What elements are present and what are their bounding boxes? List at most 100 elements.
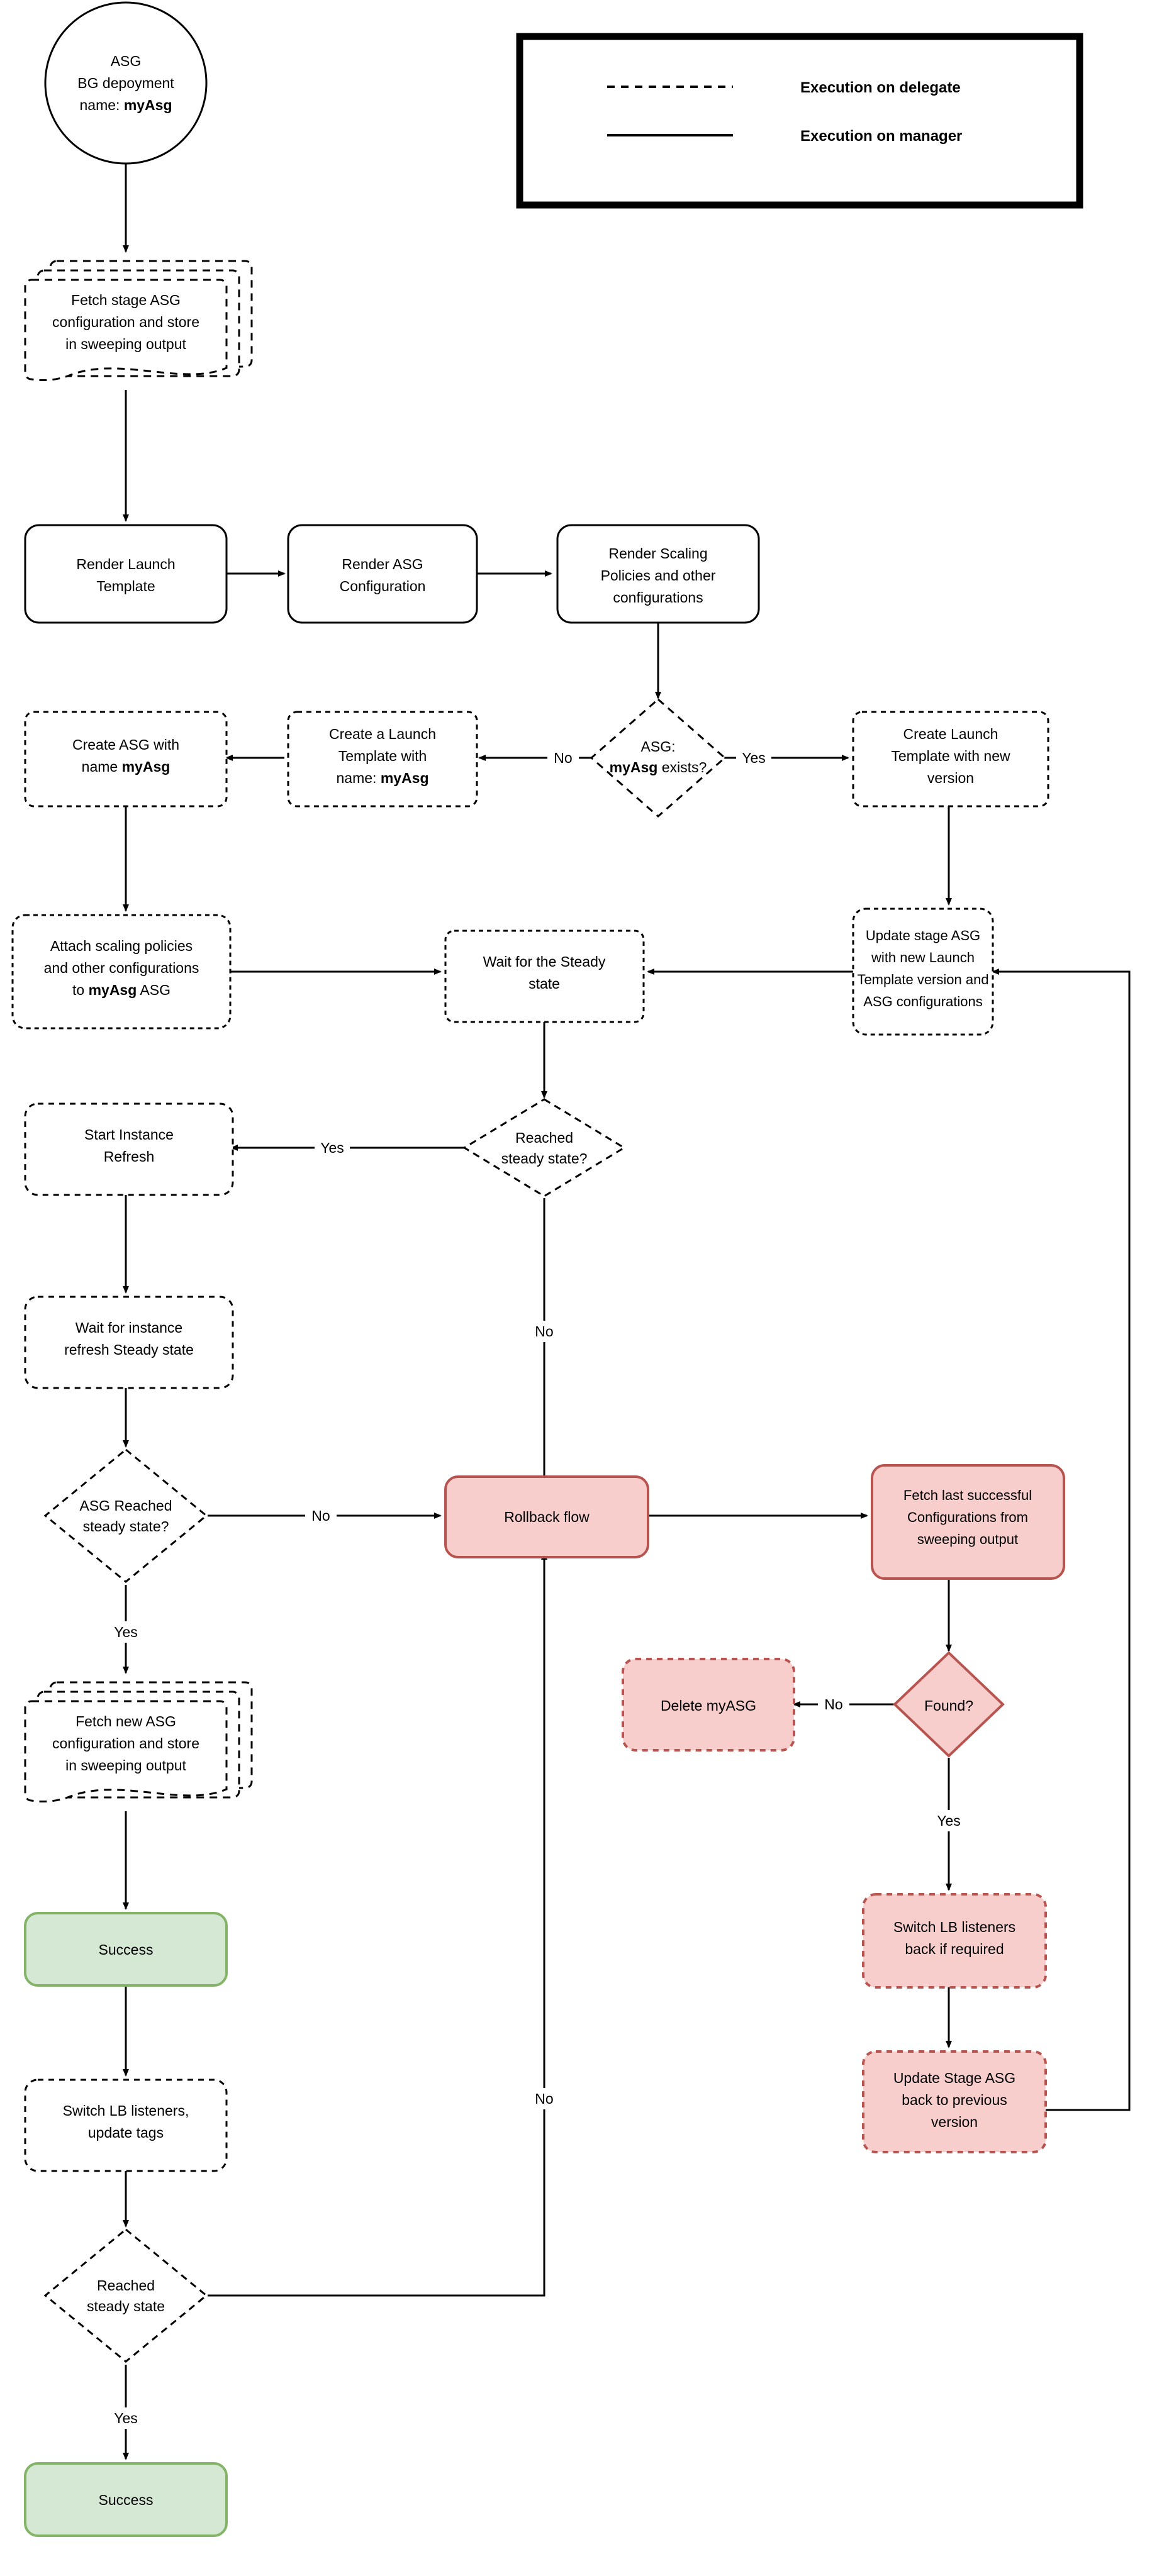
- node-start-refresh-line2: Refresh: [104, 1148, 155, 1165]
- node-update-back-line3: version: [931, 2114, 978, 2130]
- node-create-lt-new-line3: version: [927, 770, 974, 786]
- node-render-lt-line2: Template: [96, 578, 155, 594]
- node-switch-lb-back[interactable]: Switch LB listeners back if required: [862, 1893, 1047, 1989]
- node-asg-exists-line2: myAsg exists?: [610, 759, 707, 775]
- node-wait-steady-line1: Wait for the Steady: [483, 953, 606, 970]
- node-fetch-stage-line3: in sweeping output: [65, 336, 186, 352]
- node-render-scaling-line2: Policies and other: [601, 567, 716, 584]
- node-render-scaling-policies[interactable]: Render Scaling Policies and other config…: [556, 524, 760, 624]
- node-switch-lb-back-line2: back if required: [905, 1941, 1004, 1957]
- node-fetch-last-line2: Configurations from: [907, 1509, 1028, 1525]
- node-attach-line3: to myAsg ASG: [72, 982, 171, 998]
- node-success-1-label: Success: [99, 1941, 154, 1958]
- node-fetch-last-line3: sweeping output: [917, 1531, 1018, 1547]
- node-create-lt-new-line1: Create Launch: [903, 726, 998, 742]
- node-render-asg-line2: Configuration: [340, 578, 426, 594]
- node-create-lt-new-version[interactable]: Create Launch Template with new version: [852, 711, 1049, 808]
- node-create-asg-myasg-line2: name myAsg: [82, 758, 171, 775]
- node-switch-lb-update-tags[interactable]: Switch LB listeners, update tags: [24, 2079, 228, 2172]
- node-fetch-new-asg-line1: Fetch new ASG: [75, 1713, 176, 1729]
- node-create-lt-myasg[interactable]: Create a Launch Template with name: myAs…: [287, 711, 478, 808]
- node-update-stage-back[interactable]: Update Stage ASG back to previous versio…: [862, 2050, 1047, 2153]
- edge-label-yes-5: Yes: [114, 2410, 138, 2426]
- node-update-stage-line1: Update stage ASG: [866, 928, 980, 943]
- edge-label-yes-2: Yes: [320, 1140, 344, 1156]
- legend-label-manager: Execution on manager: [800, 128, 962, 145]
- node-update-back-line1: Update Stage ASG: [893, 2070, 1015, 2086]
- node-update-stage-line4: ASG configurations: [863, 994, 983, 1009]
- node-fetch-stage-line2: configuration and store: [52, 314, 199, 330]
- node-reached-steady-state-bottom[interactable]: Reached steady state: [43, 2228, 208, 2363]
- node-reached-bottom-line2: steady state: [87, 2298, 165, 2314]
- node-update-stage-line2: with new Launch: [871, 950, 975, 965]
- node-reached-steady-line2: steady state?: [501, 1150, 588, 1167]
- node-switch-lb-tags-line2: update tags: [88, 2124, 164, 2141]
- node-found-decision[interactable]: Found?: [893, 1651, 1005, 1758]
- node-render-scaling-line3: configurations: [613, 589, 703, 606]
- node-wait-steady-line2: state: [528, 975, 560, 992]
- node-fetch-new-asg[interactable]: Fetch new ASG configuration and store in…: [24, 1681, 253, 1802]
- node-wait-instance-refresh[interactable]: Wait for instance refresh Steady state: [24, 1296, 234, 1389]
- node-rollback-flow-label: Rollback flow: [504, 1509, 590, 1525]
- node-render-launch-template[interactable]: Render Launch Template: [24, 524, 228, 624]
- node-create-lt-myasg-line2: Template with: [338, 748, 427, 764]
- node-attach-line1: Attach scaling policies: [50, 938, 193, 954]
- node-create-lt-myasg-line1: Create a Launch: [329, 726, 436, 742]
- node-reached-steady-state-decision[interactable]: Reached steady state?: [462, 1098, 626, 1197]
- node-start-line2: BG depoyment: [77, 75, 174, 91]
- node-fetch-new-asg-line3: in sweeping output: [65, 1757, 186, 1774]
- node-rollback-flow[interactable]: Rollback flow: [444, 1475, 649, 1558]
- node-fetch-last-successful[interactable]: Fetch last successful Configurations fro…: [871, 1464, 1065, 1580]
- node-fetch-stage-line1: Fetch stage ASG: [71, 292, 181, 308]
- node-success-2-label: Success: [99, 2492, 154, 2508]
- node-attach-scaling-policies[interactable]: Attach scaling policies and other config…: [11, 914, 232, 1030]
- node-render-lt-line1: Render Launch: [76, 556, 175, 572]
- node-reached-steady-line1: Reached: [515, 1130, 573, 1146]
- node-create-asg-myasg[interactable]: Create ASG with name myAsg: [24, 711, 228, 808]
- node-create-lt-myasg-line3: name: myAsg: [336, 770, 428, 786]
- edge-label-no-2: No: [535, 1323, 553, 1340]
- node-asg-reached-line1: ASG Reached: [79, 1497, 172, 1514]
- node-found-label: Found?: [924, 1697, 973, 1714]
- node-asg-reached-line2: steady state?: [83, 1518, 169, 1535]
- node-create-lt-new-line2: Template with new: [891, 748, 1010, 764]
- node-delete-myasg-label: Delete myASG: [661, 1697, 756, 1714]
- edge-label-yes-4: Yes: [937, 1813, 961, 1829]
- node-start-instance-refresh[interactable]: Start Instance Refresh: [24, 1102, 234, 1196]
- node-wait-steady-state[interactable]: Wait for the Steady state: [444, 930, 645, 1023]
- node-wait-refresh-line1: Wait for instance: [75, 1319, 182, 1336]
- node-start-line1: ASG: [111, 53, 142, 69]
- node-update-stage-asg[interactable]: Update stage ASG with new Launch Templat…: [852, 908, 994, 1036]
- edge-label-no-5: No: [535, 2090, 553, 2107]
- node-success-2[interactable]: Success: [24, 2462, 228, 2537]
- node-asg-exists-line1: ASG:: [641, 738, 676, 755]
- node-delete-myasg[interactable]: Delete myASG: [622, 1658, 795, 1752]
- node-switch-lb-back-line1: Switch LB listeners: [893, 1919, 1015, 1935]
- node-render-asg-line1: Render ASG: [342, 556, 423, 572]
- node-update-back-line2: back to previous: [902, 2092, 1007, 2108]
- node-asg-exists-decision[interactable]: ASG: myAsg exists?: [590, 698, 727, 818]
- node-create-asg-myasg-line1: Create ASG with: [72, 736, 179, 753]
- node-start[interactable]: ASG BG depoyment name: myAsg: [44, 1, 208, 165]
- node-fetch-stage-asg[interactable]: Fetch stage ASG configuration and store …: [24, 260, 253, 381]
- node-start-line3: name: myAsg: [79, 97, 172, 113]
- node-reached-bottom-line1: Reached: [97, 2277, 155, 2294]
- node-switch-lb-tags-line1: Switch LB listeners,: [63, 2102, 189, 2119]
- node-fetch-last-line1: Fetch last successful: [903, 1487, 1032, 1503]
- node-fetch-new-asg-line2: configuration and store: [52, 1735, 199, 1752]
- edge-label-no-3: No: [311, 1507, 330, 1524]
- legend-label-delegate: Execution on delegate: [800, 79, 961, 96]
- node-asg-reached-steady-decision[interactable]: ASG Reached steady state?: [43, 1448, 208, 1583]
- node-start-refresh-line1: Start Instance: [84, 1126, 174, 1143]
- edge-label-no-4: No: [824, 1696, 842, 1713]
- node-update-stage-line3: Template version and: [857, 972, 988, 987]
- node-success-1[interactable]: Success: [24, 1912, 228, 1987]
- edge-label-yes-3: Yes: [114, 1624, 138, 1640]
- node-render-asg-configuration[interactable]: Render ASG Configuration: [287, 524, 478, 624]
- edge-labels: Yes No Yes No No Yes No Yes No Yes: [108, 747, 966, 2429]
- node-render-scaling-line1: Render Scaling: [608, 545, 707, 562]
- legend-box: Execution on delegate Execution on manag…: [516, 33, 1083, 209]
- edge-label-no-1: No: [554, 750, 572, 766]
- node-wait-refresh-line2: refresh Steady state: [64, 1341, 194, 1358]
